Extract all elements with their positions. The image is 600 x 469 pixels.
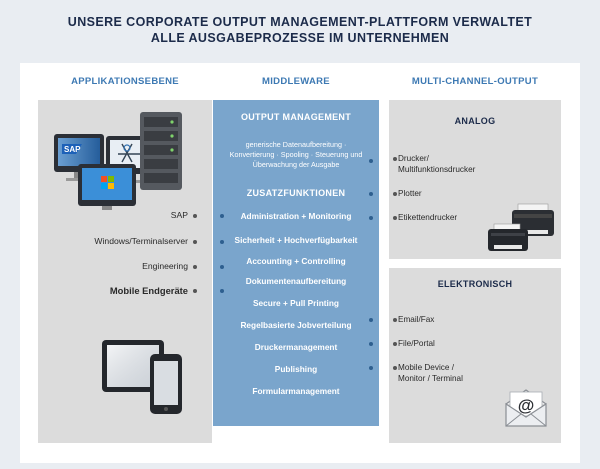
- function-item: Regelbasierte Jobverteilung: [240, 320, 352, 330]
- analog-item: Etikettendrucker: [398, 213, 458, 222]
- function-item: Sicherheit + Hochverfügbarkeit: [234, 235, 358, 245]
- svg-text:@: @: [518, 396, 535, 415]
- monitor-icon: SAP: [54, 112, 182, 210]
- column-head-middleware: MIDDLEWARE: [262, 76, 330, 87]
- connector-dot: [220, 265, 224, 269]
- printer-icon: [488, 203, 554, 251]
- electronic-title: ELEKTRONISCH: [437, 279, 513, 289]
- app-label-windows: Windows/Terminalserver: [94, 236, 188, 246]
- connector-dot: [369, 216, 373, 220]
- bullet-dot: [393, 192, 397, 196]
- connector-dot: [220, 289, 224, 293]
- smartphone-icon: [150, 354, 182, 414]
- connector-dot: [193, 240, 197, 244]
- electronic-item: Mobile Device / Monitor / Terminal: [398, 363, 463, 383]
- middleware-description: generische Datenaufbereitung · Konvertie…: [229, 140, 363, 169]
- connector-dot: [369, 159, 373, 163]
- function-item: Dokumentenaufbereitung: [245, 276, 347, 286]
- function-item: Druckermanagement: [254, 342, 338, 352]
- connector-dot: [369, 342, 373, 346]
- middleware-title: OUTPUT MANAGEMENT: [240, 112, 352, 122]
- bullet-dot: [393, 366, 397, 370]
- connector-dot: [193, 289, 197, 293]
- analog-item: Plotter: [398, 189, 422, 198]
- connector-dot: [369, 192, 373, 196]
- analog-title: ANALOG: [454, 116, 496, 126]
- column-head-output: MULTI-CHANNEL-OUTPUT: [411, 76, 539, 87]
- sap-logo: SAP: [64, 145, 81, 154]
- connector-dot: [369, 318, 373, 322]
- connector-dot: [220, 240, 224, 244]
- function-item: Secure + Pull Printing: [253, 298, 339, 308]
- column-head-applications: APPLIKATIONSEBENE: [71, 76, 179, 87]
- bullet-dot: [393, 216, 397, 220]
- electronic-item: Email/Fax: [398, 315, 435, 324]
- middleware-area: [213, 100, 379, 426]
- email-envelope-icon: @: [505, 389, 547, 427]
- bullet-dot: [393, 157, 397, 161]
- app-label-engineering: Engineering: [142, 261, 188, 271]
- connector-dot: [193, 214, 197, 218]
- headline: UNSERE CORPORATE OUTPUT MANAGEMENT-PLATT…: [0, 14, 600, 46]
- middleware-subtitle: ZUSATZFUNKTIONEN: [246, 188, 346, 198]
- app-label-mobile: Mobile Endgeräte: [109, 285, 188, 296]
- function-item: Publishing: [274, 364, 318, 374]
- connector-dot: [369, 366, 373, 370]
- tablet-icon: [102, 340, 182, 414]
- bullet-dot: [393, 318, 397, 322]
- function-item: Administration + Monitoring: [240, 211, 352, 221]
- function-item: Accounting + Controlling: [246, 256, 346, 266]
- headline-line-1: UNSERE CORPORATE OUTPUT MANAGEMENT-PLATT…: [67, 15, 533, 29]
- analog-item: Drucker/ Multifunktionsdrucker: [398, 154, 476, 174]
- connector-dot: [220, 214, 224, 218]
- app-label-sap: SAP: [170, 210, 188, 220]
- headline-line-2: ALLE AUSGABEPROZESSE IM UNTERNEHMEN: [150, 31, 450, 45]
- connector-dot: [193, 265, 197, 269]
- bullet-dot: [393, 342, 397, 346]
- electronic-item: File/Portal: [398, 339, 435, 348]
- function-item: Formularmanagement: [252, 386, 340, 396]
